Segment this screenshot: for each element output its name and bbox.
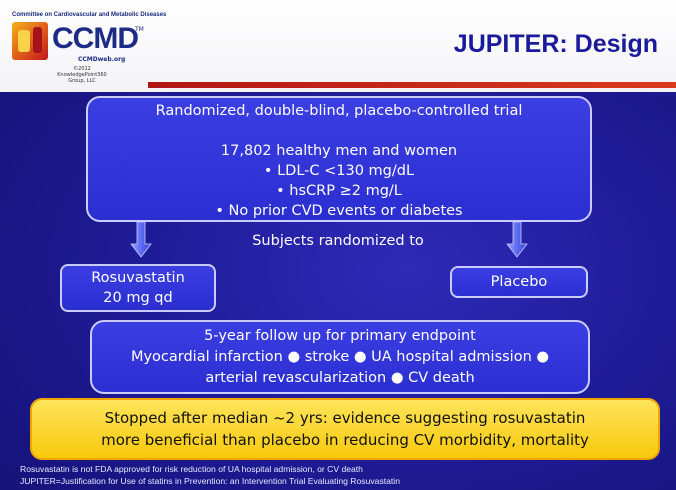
population-text: 17,802 healthy men and women [220, 143, 458, 159]
header-divider [148, 82, 676, 88]
logo-website: CCMDweb.org [78, 56, 126, 63]
stopped-text: more beneficial than placebo in reducing… [101, 431, 589, 449]
down-arrow-icon [506, 222, 528, 258]
org-name: Committee on Cardiovascular and Metaboli… [12, 12, 167, 18]
footnote: JUPITER=Justification for Use of statins… [20, 476, 400, 486]
randomization-label: Subjects randomized to [252, 233, 424, 249]
arm-placebo-label: Placebo [490, 274, 548, 290]
placebo-arm-box: Placebo [450, 266, 588, 298]
followup-box: 5-year follow up for primary endpoint My… [90, 320, 590, 394]
followup-text: 5-year follow up for primary endpoint [204, 328, 476, 344]
spacer [88, 121, 590, 141]
copyright-notice: ©2012 KnowledgePoint360 Group, LLC [52, 66, 112, 84]
copyright-line: ©2012 [73, 66, 91, 72]
slide-header: Committee on Cardiovascular and Metaboli… [0, 0, 676, 92]
logo-text: CCMD [52, 22, 139, 55]
rosuvastatin-arm-box: Rosuvastatin 20 mg qd [60, 264, 216, 312]
trial-stopped-box: Stopped after median ~2 yrs: evidence su… [30, 398, 660, 460]
logo-trademark: TM [135, 26, 144, 33]
criterion-text: • hsCRP ≥2 mg/L [276, 183, 402, 199]
down-arrow-icon [130, 222, 152, 258]
footnotes: Rosuvastatin is not FDA approved for ris… [20, 463, 400, 487]
criterion-text: • LDL-C <130 mg/dL [263, 163, 415, 179]
endpoint-text: arterial revascularization ● CV death [205, 370, 475, 386]
copyright-line: KnowledgePoint360 [57, 72, 107, 78]
slide-title: JUPITER: Design [453, 30, 658, 58]
footnote: Rosuvastatin is not FDA approved for ris… [20, 464, 363, 474]
arm-drug-name: Rosuvastatin [91, 270, 185, 286]
trial-design-box: Randomized, double-blind, placebo-contro… [86, 96, 592, 222]
copyright-line: Group, LLC [68, 78, 96, 84]
stopped-text: Stopped after median ~2 yrs: evidence su… [104, 409, 586, 427]
ccmd-logo-icon [12, 22, 48, 60]
endpoint-text: Myocardial infarction ● stroke ● UA hosp… [130, 349, 550, 365]
trial-type-text: Randomized, double-blind, placebo-contro… [155, 103, 523, 119]
arm-dose: 20 mg qd [103, 290, 173, 306]
criterion-text: • No prior CVD events or diabetes [215, 203, 463, 219]
